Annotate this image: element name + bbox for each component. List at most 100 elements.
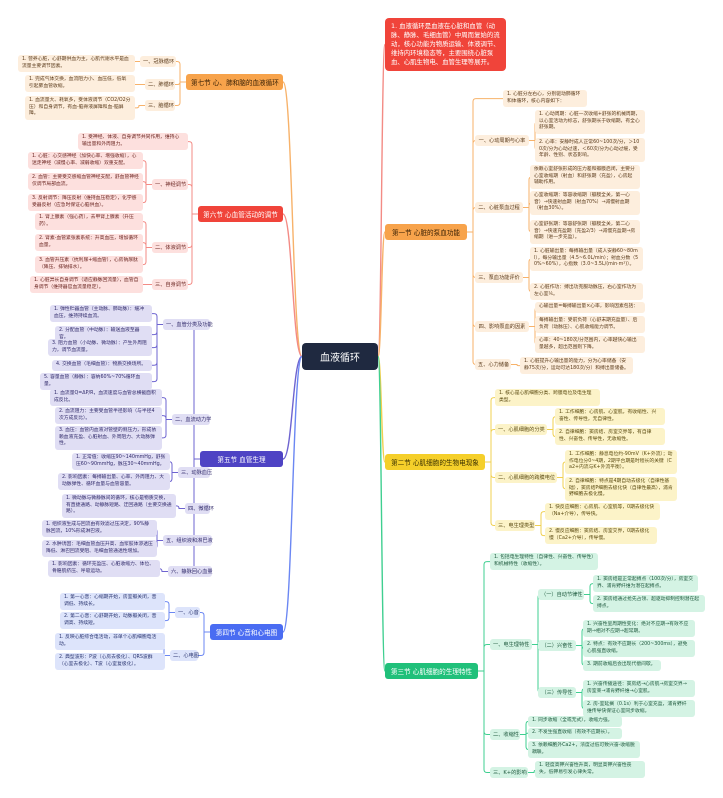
- leaf-note: 1. 工作细胞：静息电位约-90mV（K+外流）；动作电位分0~4期，2期平台期…: [565, 450, 677, 474]
- connector-line: [282, 355, 303, 460]
- leaf-note: 1. 组织液生成与回流由有效滤过压决定，90%静脉回流，10%形成淋巴液。: [42, 520, 157, 538]
- connector-line: [478, 670, 490, 773]
- leaf-note: 心输出量=每搏输出量×心率，影响因素包括：: [535, 302, 645, 313]
- connector-line: [467, 140, 477, 233]
- leaf-note: 2. 典型波形：P波（心房去极化）、QRS波群（心室去极化）、T波（心室复极化）…: [55, 653, 165, 671]
- leaf-note: 1. 受神经、体液、自身调节共同作用，维持心输出量和外周阻力。: [78, 133, 188, 151]
- leaf-note: 1. 心动周期：心脏一次收缩+舒张的机械周期，以心室活动为标志，舒张期长于收缩期…: [535, 110, 645, 134]
- group-node[interactable]: 二、心肌细胞的跨膜电位: [495, 472, 557, 483]
- group-node[interactable]: 三、电生理类型: [495, 520, 535, 531]
- leaf-note: 3. 期前收缩后会出现代偿间歇。: [583, 660, 661, 671]
- group-node[interactable]: 三、动脉血压: [178, 467, 212, 478]
- connector-line: [467, 231, 477, 278]
- leaf-note: 2. 血流阻力：主要受血管半径影响（与半径4次方成反比）。: [55, 407, 162, 425]
- subgroup-node[interactable]: （二）兴奋性: [538, 640, 576, 651]
- connector-line: [176, 61, 186, 83]
- leaf-note: 1. 心脏：心交感神经（加快心率、增强收缩），心迷走神经（减慢心率、减弱收缩）双…: [28, 152, 143, 170]
- leaf-note: 3. 依赖细胞外Ca2+，浓度过低可致兴奋-收缩脱耦联。: [528, 741, 640, 759]
- leaf-note: 1. 肾上腺素（强心药），去甲肾上腺素（升压药）。: [35, 213, 143, 231]
- leaf-note: 2. 分配血管（中动脉）：输送血液至器官。: [55, 326, 152, 344]
- connector-line: [143, 181, 152, 185]
- connector-line: [176, 505, 185, 509]
- group-node[interactable]: 一、心肌细胞的分类: [495, 424, 547, 435]
- leaf-note: 2. 自律细胞：特点是4期自动去极化（自律性基础），窦房结P细胞去极化快（自律性…: [565, 477, 677, 501]
- connector-line: [135, 105, 145, 109]
- leaf-note: 每搏输出量：受前负荷（心舒末期充盈量）、后负荷（动脉压）、心肌收缩能力调节。: [535, 316, 645, 334]
- leaf-note: 3. 阻力血管（小动脉、微动脉）：产生外周阻力，调节血流量。: [48, 339, 152, 357]
- leaf-note: 1. 完成气体交换，血流阻力小、血压低，低氧引起肺血管收缩。: [25, 75, 135, 93]
- leaf-note: 2. 特点：有效不应期长（200~300ms），避免心肌强直收缩。: [583, 640, 695, 658]
- section-node-s7[interactable]: 第七节 心、肺和脑的血液循环: [186, 74, 283, 90]
- group-node[interactable]: 一、心动周期与心率: [475, 135, 529, 146]
- leaf-note: 1. 反映心脏综合电活动，非单个心肌细胞电活动。: [55, 633, 165, 651]
- group-node[interactable]: 六、静脉回心血量: [168, 566, 213, 577]
- connector-line: [282, 81, 303, 358]
- leaf-note: 2. 第二心音：心舒期开始，动脉瓣关闭，音调高、持续短。: [60, 612, 165, 630]
- connector-line: [159, 568, 168, 572]
- group-node[interactable]: 三、自身调节: [152, 279, 188, 290]
- leaf-note: 1. 快反应细胞：心房肌、心室肌等，0期去极化快（Na+介导），传导快。: [545, 503, 660, 521]
- group-node[interactable]: 二、收缩性: [490, 729, 520, 740]
- section-node-s2[interactable]: 第二节 心肌细胞的生物电现象: [385, 454, 485, 470]
- central-topic[interactable]: 血液循环: [302, 343, 378, 370]
- connector-line: [584, 583, 594, 595]
- group-node[interactable]: 一、冠脉循环: [140, 56, 176, 67]
- connector-line: [377, 231, 386, 358]
- leaf-note: 1. 营养心脏，心舒期供血为主，心肌代谢水平是血流量主要调节因素。: [18, 55, 135, 73]
- connector-line: [188, 213, 198, 248]
- subgroup-node[interactable]: （三）传导性: [538, 687, 576, 698]
- group-node[interactable]: 四、影响泵血的因素: [475, 321, 529, 332]
- group-node[interactable]: 三、K+的影响: [490, 767, 528, 778]
- section-node-s5[interactable]: 第五节 血管生理: [200, 451, 283, 467]
- leaf-note: 心室舒张期：等容舒张期（瓣膜全关，第二心音）→快速充盈期（充盈2/3）→减慢充盈…: [530, 220, 640, 244]
- connector-line: [584, 594, 594, 605]
- leaf-note: 1. 微动脉与微静脉间的循环，核心是物质交换，有直捷通路、动静脉短路、迂回通路（…: [62, 494, 176, 518]
- group-node[interactable]: 一、心音: [175, 607, 200, 618]
- connector-line: [152, 324, 163, 349]
- group-node[interactable]: 二、体液调节: [152, 242, 188, 253]
- group-node[interactable]: 五、心力储备: [475, 359, 511, 370]
- connector-line: [377, 43, 386, 358]
- connector-line: [478, 561, 490, 672]
- section-node-s6[interactable]: 第六节 心血管活动的调节: [198, 206, 283, 222]
- group-node[interactable]: 二、肺循环: [145, 79, 175, 90]
- subgroup-node[interactable]: （一）自动节律性: [538, 589, 584, 600]
- leaf-note: 2. 不发生强直收缩（有效不应期长）。: [528, 728, 622, 739]
- leaf-note: 2. 窦房结通过抢先占领、超驱动抑制控制潜在起搏点。: [593, 595, 705, 613]
- group-node[interactable]: 三、泵血功能评价: [475, 272, 523, 283]
- group-node[interactable]: 二、血流动力学: [172, 414, 211, 425]
- group-node[interactable]: 四、微循环: [185, 503, 214, 514]
- connector-line: [198, 631, 210, 656]
- connector-line: [188, 213, 198, 285]
- connector-line: [152, 324, 163, 336]
- leaf-note: 1. 兴奋性呈周期性变化：绝对不应期→有效不应期→相对不应期→超常期。: [583, 620, 695, 638]
- connector-line: [142, 221, 152, 248]
- leaf-note: 2. 房-室延搁（0.1s）利于心室充盈，浦肯野纤维传导快保证心室同步收缩。: [583, 700, 695, 718]
- section-node-s4[interactable]: 第四节 心音和心电图: [210, 624, 283, 640]
- connector-line: [478, 644, 490, 672]
- leaf-note: 1. 第一心音：心缩期开始，房室瓣关闭，音调低、持续长。: [60, 593, 165, 611]
- group-node[interactable]: 一、神经调节: [152, 179, 188, 190]
- connector-line: [511, 364, 520, 367]
- leaf-note: 1. 心脏分左右心，分别驱动肺循环和体循环，核心内容如下：: [503, 90, 587, 108]
- group-node[interactable]: 三、脑循环: [145, 100, 175, 111]
- connector-line: [162, 415, 172, 420]
- connector-line: [520, 732, 528, 735]
- connector-line: [485, 461, 495, 526]
- leaf-note: 1. 窦房结是正常起搏点（100次/分），房室交界、浦肯野纤维为潜在起搏点。: [593, 575, 698, 593]
- connector-line: [478, 670, 490, 735]
- section-node-s3[interactable]: 第三节 心肌细胞的生理特性: [385, 663, 478, 679]
- connector-line: [152, 324, 163, 383]
- connector-line: [485, 461, 495, 478]
- group-node[interactable]: 二、心脏泵血过程: [475, 202, 523, 213]
- group-node[interactable]: 一、电生理特性: [490, 639, 532, 650]
- connector-line: [142, 160, 152, 185]
- group-node[interactable]: 二、心电图: [170, 650, 199, 661]
- leaf-note: 1. 弹性贮器血管（主动脉、肺动脉）：缓冲血压，维持持续血流。: [50, 305, 152, 323]
- section-node-s1[interactable]: 第一节 心脏的泵血功能: [385, 224, 467, 240]
- group-node[interactable]: 五、组织液和淋巴液: [163, 535, 213, 546]
- group-node[interactable]: 一、血管分类及功能: [163, 319, 213, 330]
- leaf-note: 2. 心脏作功：搏出功克服动脉压，右心室作功为左心室⅙。: [530, 283, 643, 301]
- leaf-note: 2. 慢反应细胞：窦房结、房室交界，0期去极化慢（Ca2+介导），传导慢。: [545, 527, 657, 545]
- connector-line: [152, 324, 163, 366]
